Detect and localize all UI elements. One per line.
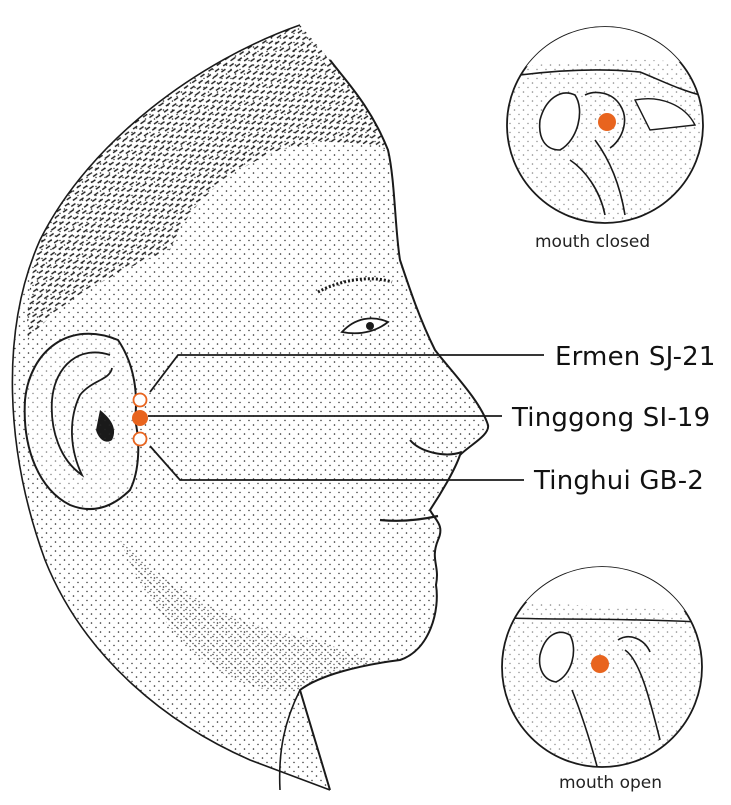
inset-mouth-open [501, 566, 703, 768]
inset-closed-point [598, 113, 616, 131]
hair-region [27, 25, 389, 340]
eyebrow [317, 277, 393, 294]
ear-illustration [23, 332, 140, 510]
face-profile [298, 59, 490, 791]
caption-mouth-closed: mouth closed [535, 232, 651, 252]
point-tinggong [132, 410, 148, 426]
eye [340, 317, 390, 335]
label-ermen: Ermen SJ-21 [555, 342, 716, 372]
inset-mouth-closed [506, 26, 704, 224]
mouth [379, 514, 439, 522]
leader-line-ermen [149, 354, 544, 393]
label-tinggong: Tinggong SI-19 [512, 403, 711, 433]
inset-open-point [591, 655, 609, 673]
caption-mouth-open: mouth open [559, 773, 663, 793]
label-tinghui: Tinghui GB-2 [534, 466, 705, 496]
neck-line [278, 689, 301, 791]
point-ermen [132, 392, 148, 408]
ear-stipple [24, 333, 139, 510]
acupoints [132, 392, 148, 447]
jaw-shading [120, 540, 400, 692]
nostril [409, 439, 463, 456]
head-illustration [11, 24, 490, 791]
point-tinghui [132, 431, 148, 447]
leader-line-tinghui [149, 445, 524, 481]
leader-lines [148, 354, 544, 481]
